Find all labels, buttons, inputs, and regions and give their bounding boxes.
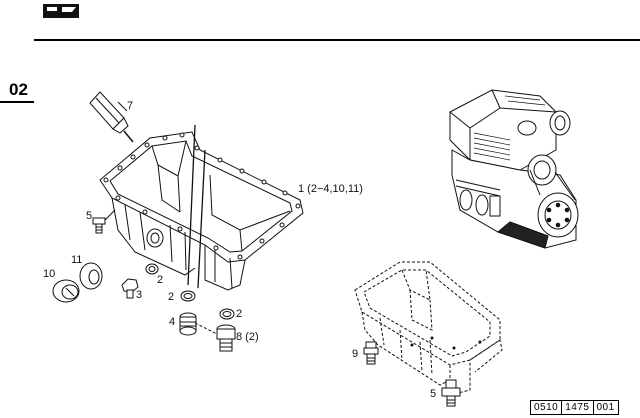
callout-10: 10 xyxy=(43,268,56,280)
callout-2-b: 2 xyxy=(168,291,175,303)
header-rule xyxy=(34,39,640,41)
oil-pan-phantom xyxy=(354,261,503,396)
section-underline xyxy=(0,101,34,103)
reference-part-1: 0510 xyxy=(534,402,559,413)
reference-part-2: 1475 xyxy=(561,401,592,414)
sealing-ring-icon xyxy=(79,262,103,290)
callout-9: 9 xyxy=(352,348,359,360)
callout-1: 1 (2−4,10,11) xyxy=(298,183,363,195)
screw-plug-icon xyxy=(52,279,80,303)
callout-5-bottom: 5 xyxy=(430,388,437,400)
callout-7: 7 xyxy=(127,100,134,112)
callout-2-c: 2 xyxy=(236,308,243,320)
section-number: 02 xyxy=(9,80,28,99)
oil-pan-illustration xyxy=(99,124,304,291)
drain-bolt-icon xyxy=(441,379,461,407)
sealant-tube-icon xyxy=(89,91,134,143)
seal-ring-icon xyxy=(145,263,159,275)
engine-illustration xyxy=(449,89,579,249)
reference-part-3: 001 xyxy=(592,401,618,414)
callout-8: 8 (2) xyxy=(236,331,259,343)
threaded-fitting-icon xyxy=(216,324,236,352)
drawing-reference-number: 0510 1475 001 xyxy=(530,400,619,415)
callout-11: 11 xyxy=(71,254,83,266)
drain-plug-icon xyxy=(363,341,379,365)
callout-2-a: 2 xyxy=(157,274,164,286)
callout-5-top: 5 xyxy=(86,210,93,222)
threaded-plug-icon xyxy=(179,312,197,336)
drain-bolt-icon xyxy=(92,209,116,234)
assembly-dash-line xyxy=(194,322,218,335)
callout-4: 4 xyxy=(169,316,176,328)
seal-ring-icon xyxy=(219,308,235,320)
callout-3: 3 xyxy=(136,289,143,301)
hex-bolt-icon xyxy=(121,278,139,299)
seal-ring-icon xyxy=(180,290,196,302)
book-tab-icon xyxy=(43,4,79,18)
phantom-boss-icon xyxy=(410,336,482,350)
